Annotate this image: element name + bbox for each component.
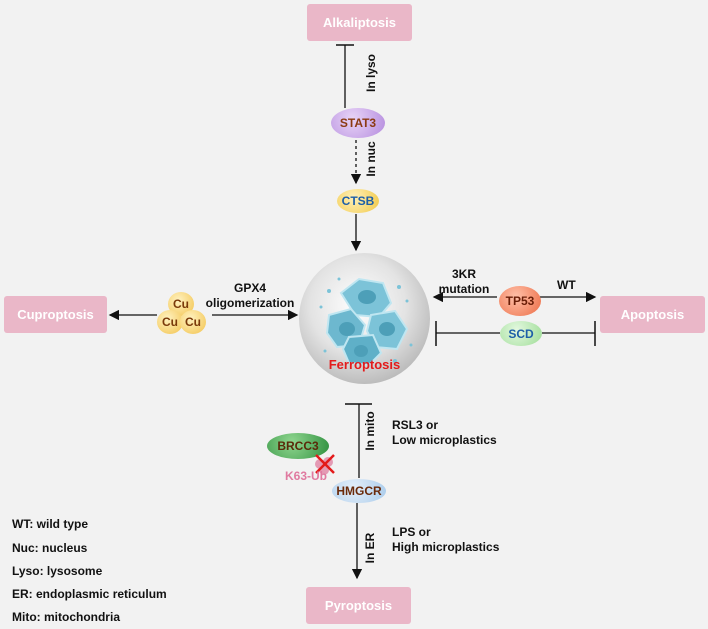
gpx4-label-line1: GPX4 xyxy=(233,281,266,295)
cu-node-left: Cu xyxy=(157,310,183,334)
apoptosis-box: Apoptosis xyxy=(600,296,705,333)
3kr-label-line2: mutation xyxy=(438,282,490,296)
gpx4-label: GPX4 oligomerization xyxy=(200,281,300,311)
rsl3-label-line1: RSL3 or xyxy=(392,418,439,432)
ctsb-node: CTSB xyxy=(337,189,379,213)
legend-item-lyso: Lyso: lysosome xyxy=(12,564,103,578)
alkaliptosis-box: Alkaliptosis xyxy=(307,4,412,41)
ferroptosis-label: Ferroptosis xyxy=(328,357,401,372)
in-nuc-label: In nuc xyxy=(364,141,378,177)
legend-item-er: ER: endoplasmic reticulum xyxy=(12,587,167,601)
stat3-node: STAT3 xyxy=(331,108,385,138)
cuproptosis-box: Cuproptosis xyxy=(4,296,107,333)
3kr-label-line1: 3KR xyxy=(451,267,476,281)
legend-item-mito: Mito: mitochondria xyxy=(12,610,120,624)
cu-node-right: Cu xyxy=(180,310,206,334)
lps-label: LPS or High microplastics xyxy=(392,525,499,555)
in-mito-label: In mito xyxy=(363,411,377,451)
lps-label-line1: LPS or xyxy=(392,525,431,539)
rsl3-label: RSL3 or Low microplastics xyxy=(392,418,497,448)
in-er-label: In ER xyxy=(363,532,377,564)
blocked-cross-icon xyxy=(315,454,335,474)
rsl3-label-line2: Low microplastics xyxy=(392,433,497,447)
in-lyso-label: In lyso xyxy=(364,54,378,93)
tp53-node: TP53 xyxy=(499,286,541,316)
hmgcr-node: HMGCR xyxy=(332,479,386,503)
pyroptosis-box: Pyroptosis xyxy=(306,587,411,624)
ferroptosis-cell-illustration xyxy=(319,277,413,367)
gpx4-label-line2: oligomerization xyxy=(205,296,295,310)
scd-node: SCD xyxy=(500,321,542,346)
legend-item-wt: WT: wild type xyxy=(12,517,88,531)
k63-ub-label: K63-Ub xyxy=(285,469,328,483)
legend-item-nuc: Nuc: nucleus xyxy=(12,541,88,555)
brcc3-node: BRCC3 xyxy=(267,433,329,459)
wt-label: WT xyxy=(557,278,576,292)
lps-label-line2: High microplastics xyxy=(392,540,500,554)
3kr-mutation-label: 3KR mutation xyxy=(434,267,494,297)
ferroptosis-cell: Ferroptosis xyxy=(299,253,430,384)
